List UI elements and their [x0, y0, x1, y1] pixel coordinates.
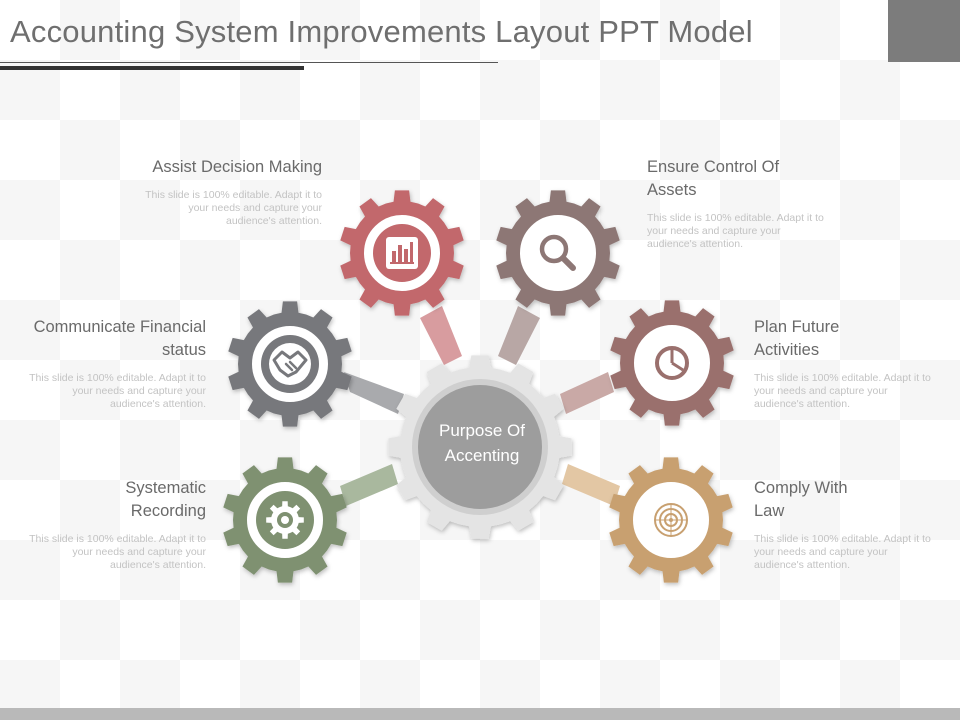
label-head: Ensure Control Of Assets — [647, 158, 780, 199]
label-body: This slide is 100% editable. Adapt it to… — [145, 189, 322, 227]
connector-communicate — [344, 372, 404, 414]
label-head: Systematic Recording — [125, 479, 206, 520]
label-communicate-financial: Communicate Financial status This slide … — [16, 316, 206, 411]
hub-label: Purpose Of Accenting — [439, 421, 525, 465]
magnifier-icon — [539, 234, 576, 271]
gear-inner-ring — [520, 215, 596, 291]
page-title: Accounting System Improvements Layout PP… — [10, 14, 753, 49]
gear-inner-ring — [634, 325, 710, 401]
label-ensure-control: Ensure Control Of Assets This slide is 1… — [647, 156, 837, 251]
bar-chart-icon — [386, 237, 418, 269]
label-head: Comply With Law — [754, 479, 848, 520]
label-head: Assist Decision Making — [152, 158, 322, 176]
footer-bar — [0, 708, 960, 720]
gear-ensure-control — [496, 190, 620, 316]
gear-inner-ring — [247, 482, 323, 558]
label-body: This slide is 100% editable. Adapt it to… — [29, 533, 206, 571]
connectors — [340, 306, 620, 506]
label-systematic-recording: Systematic Recording This slide is 100% … — [16, 477, 206, 572]
label-assist-decision: Assist Decision Making This slide is 100… — [132, 156, 322, 228]
connector-plan — [560, 372, 614, 414]
label-plan-future: Plan Future Activities This slide is 100… — [754, 316, 944, 411]
title-underline-thick — [0, 66, 304, 70]
pie-chart-icon — [655, 346, 689, 380]
handshake-icon — [269, 343, 311, 385]
label-body: This slide is 100% editable. Adapt it to… — [29, 372, 206, 410]
label-body: This slide is 100% editable. Adapt it to… — [754, 533, 931, 571]
gear-inner-ring — [364, 215, 440, 291]
connector-assist — [420, 306, 462, 365]
connector-comply — [562, 464, 620, 506]
title-underline-thin — [0, 62, 498, 63]
gear-icon — [266, 501, 304, 539]
connector-ensure — [498, 306, 540, 365]
target-icon — [654, 503, 688, 537]
connector-systematic — [340, 464, 398, 506]
gear-inner-ring — [633, 482, 709, 558]
hub-gear — [388, 355, 572, 539]
corner-accent-block — [888, 0, 960, 62]
label-body: This slide is 100% editable. Adapt it to… — [754, 372, 931, 410]
gear-inner-ring — [252, 326, 328, 402]
label-head: Communicate Financial status — [33, 318, 206, 359]
label-comply-law: Comply With Law This slide is 100% edita… — [754, 477, 944, 572]
label-head: Plan Future Activities — [754, 318, 840, 359]
label-body: This slide is 100% editable. Adapt it to… — [647, 212, 824, 250]
